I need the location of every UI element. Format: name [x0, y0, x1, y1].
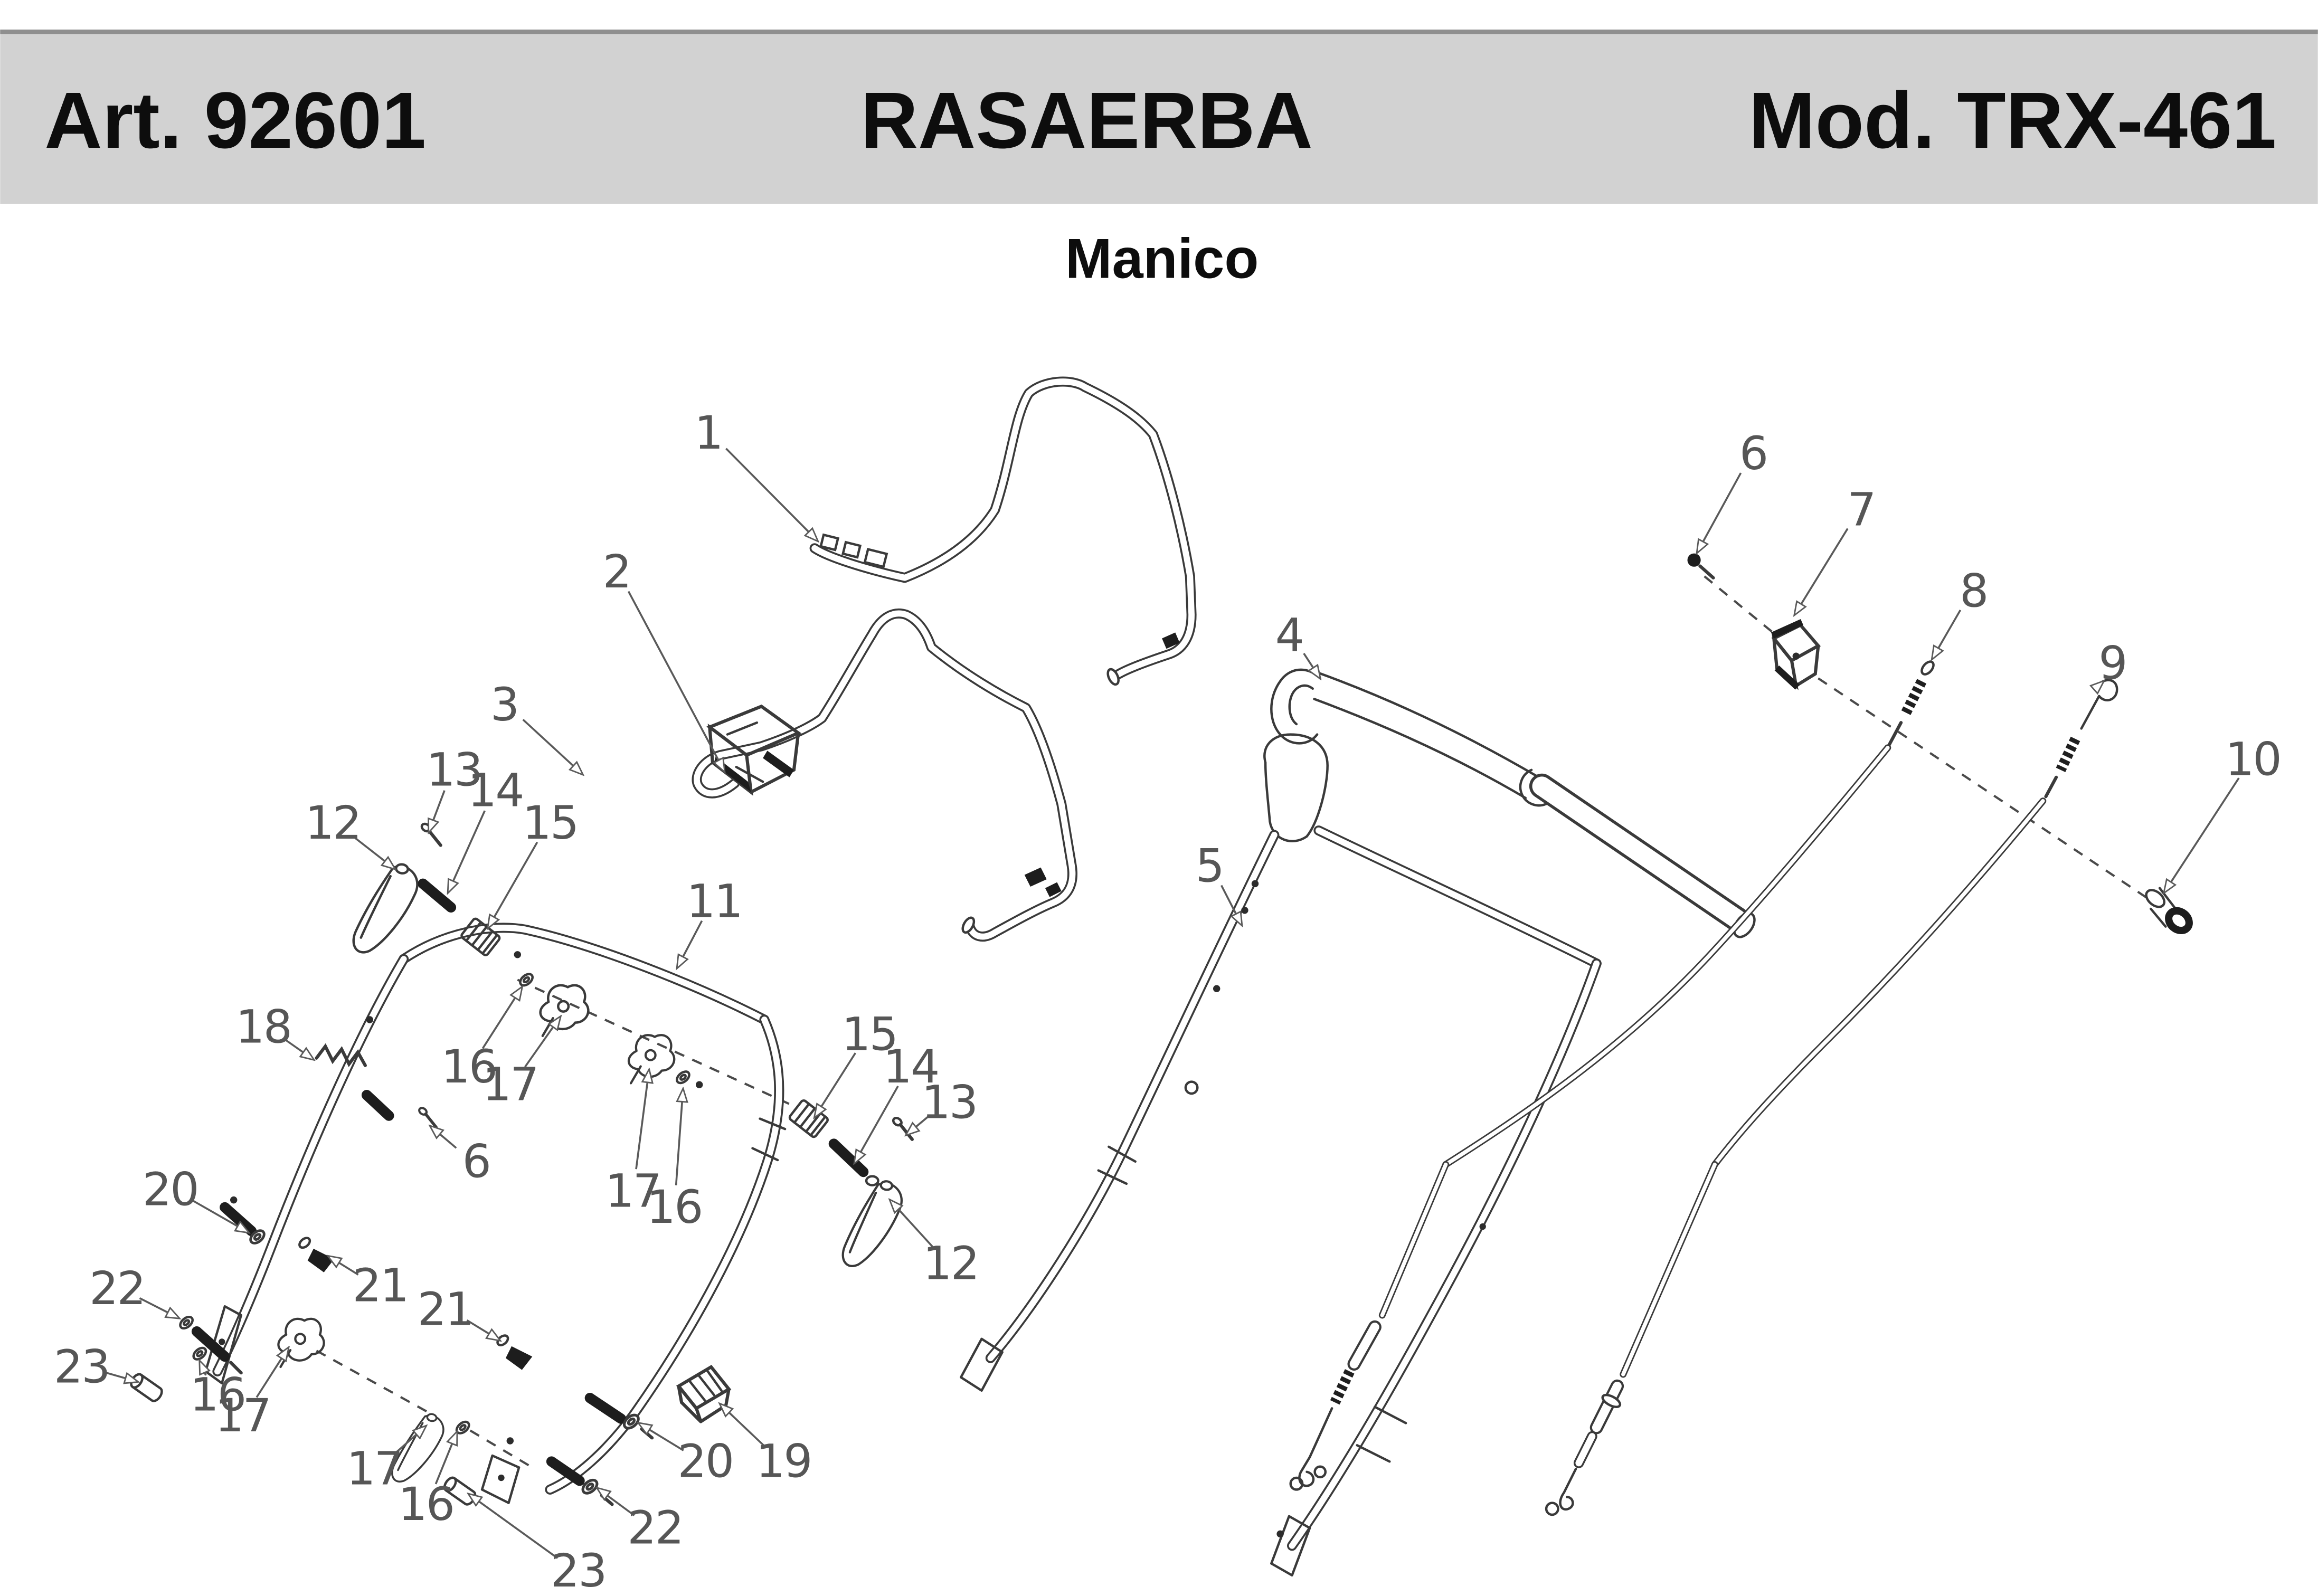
callout-label-part-20: 20 — [677, 1435, 733, 1488]
header-background — [0, 30, 2318, 204]
leader-line-part-21 — [328, 1256, 359, 1276]
callout-label-part-17: 17 — [215, 1389, 270, 1442]
leader-line-part-14 — [448, 810, 486, 892]
leader-line-part-20 — [192, 1199, 249, 1232]
cable-clamp-7 — [1771, 619, 1821, 690]
leader-line-part-8 — [1932, 609, 1962, 659]
leader-line-part-17 — [524, 1016, 561, 1068]
callout-label-part-21: 21 — [418, 1282, 473, 1336]
leader-line-part-20 — [639, 1423, 684, 1451]
leader-line-part-10 — [2164, 777, 2240, 892]
leader-line-part-22 — [598, 1488, 635, 1516]
callout-label-part-12: 12 — [923, 1237, 978, 1290]
leader-line-part-16 — [481, 987, 522, 1049]
leader-line-part-17 — [256, 1348, 288, 1398]
leader-line-part-13 — [906, 1115, 930, 1135]
callout-label-part-6: 6 — [462, 1135, 490, 1188]
callout-label-part-16: 16 — [398, 1478, 453, 1531]
lower-handle-frame-left — [204, 923, 787, 1504]
cable-9 — [1545, 679, 2118, 1516]
leader-line-part-9 — [2101, 681, 2103, 683]
callout-label-part-15: 15 — [522, 796, 578, 850]
callout-label-part-11: 11 — [686, 875, 742, 928]
callout-label-part-17: 17 — [605, 1164, 660, 1218]
callout-label-part-16: 16 — [647, 1181, 702, 1234]
leader-line-part-12 — [890, 1200, 934, 1248]
grip-handle-bar-4 — [1270, 668, 1756, 938]
leader-line-part-2 — [627, 591, 725, 772]
leader-line-part-17 — [635, 1070, 649, 1170]
article-number: Art. 92601 — [44, 76, 426, 165]
callout-label-part-17: 17 — [482, 1058, 538, 1112]
leader-line-part-1 — [725, 448, 817, 541]
diagram-linework — [129, 376, 2193, 1577]
leader-line-part-15 — [815, 1052, 856, 1117]
callout-label-part-14: 14 — [883, 1040, 939, 1094]
callout-label-part-10: 10 — [2225, 733, 2281, 786]
product-name: RASAERBA — [860, 76, 1313, 165]
callout-label-part-19: 19 — [756, 1435, 811, 1488]
cable-nut-10 — [2145, 887, 2193, 935]
leader-line-part-14 — [855, 1085, 899, 1163]
upper-handle-bar-2 — [692, 608, 1077, 942]
callout-label-part-8: 8 — [1960, 565, 1987, 618]
leader-line-part-13 — [429, 790, 446, 832]
callout-label-part-5: 5 — [1195, 839, 1223, 892]
leader-line-part-4 — [1303, 653, 1320, 678]
leader-line-part-6 — [1697, 472, 1742, 553]
diagram-title: Manico — [1065, 227, 1259, 290]
callout-label-part-4: 4 — [1275, 609, 1303, 662]
lower-handle-frame-right — [960, 733, 1602, 1577]
callout-label-part-22: 22 — [627, 1502, 683, 1555]
callout-label-part-23: 23 — [54, 1341, 109, 1394]
leader-line-part-12 — [352, 835, 395, 869]
header-top-border — [0, 30, 2318, 34]
callout-label-part-21: 21 — [352, 1259, 408, 1313]
callout-label-part-16: 16 — [441, 1040, 496, 1094]
callout-label-part-23: 23 — [551, 1544, 606, 1596]
callout-label-part-18: 18 — [235, 1001, 291, 1054]
callout-label-part-9: 9 — [2098, 637, 2126, 690]
callout-label-part-7: 7 — [1847, 483, 1875, 537]
leader-line-part-22 — [139, 1297, 179, 1318]
callout-label-part-6: 6 — [1739, 427, 1767, 480]
assembly-axis-lines — [316, 575, 2153, 1469]
callout-layer: 1234567891011121314151816176171615141312… — [54, 406, 2282, 1596]
leader-line-part-7 — [1795, 528, 1849, 614]
hardware-upper-left — [315, 822, 912, 1270]
callout-label-part-3: 3 — [490, 678, 518, 732]
callout-label-part-14: 14 — [468, 764, 523, 818]
leader-line-part-6 — [430, 1126, 457, 1149]
leader-line-part-5 — [1221, 885, 1242, 925]
leader-line-part-23 — [105, 1371, 137, 1382]
callout-label-part-12: 12 — [305, 796, 361, 850]
leader-line-part-23 — [469, 1494, 559, 1559]
leader-line-part-19 — [720, 1404, 766, 1448]
leader-line-part-16 — [675, 1089, 683, 1185]
control-cables — [1289, 553, 2193, 1516]
callout-label-part-20: 20 — [143, 1163, 198, 1217]
leader-line-part-18 — [283, 1038, 314, 1060]
leader-line-part-11 — [677, 920, 703, 968]
leader-line-part-17 — [393, 1426, 425, 1456]
callout-label-part-16: 16 — [190, 1369, 245, 1422]
header-band: Art. 92601 RASAERBA Mod. TRX-461 — [0, 30, 2318, 204]
leader-line-part-16 — [200, 1361, 206, 1376]
upper-handle-bar-1 — [809, 376, 1197, 686]
callout-label-part-22: 22 — [89, 1262, 145, 1315]
callout-label-part-15: 15 — [841, 1008, 897, 1061]
callout-label-part-2: 2 — [603, 545, 630, 598]
cable-8 — [1289, 660, 1935, 1491]
leader-line-part-15 — [488, 841, 538, 928]
leader-line-part-16 — [434, 1432, 457, 1485]
callout-label-part-1: 1 — [694, 406, 722, 460]
callout-label-part-17: 17 — [346, 1442, 402, 1496]
model-number: Mod. TRX-461 — [1749, 76, 2277, 165]
callout-label-part-13: 13 — [921, 1076, 977, 1129]
leader-line-part-3 — [522, 719, 583, 774]
callout-label-part-13: 13 — [426, 743, 481, 796]
leader-line-part-21 — [466, 1319, 499, 1341]
